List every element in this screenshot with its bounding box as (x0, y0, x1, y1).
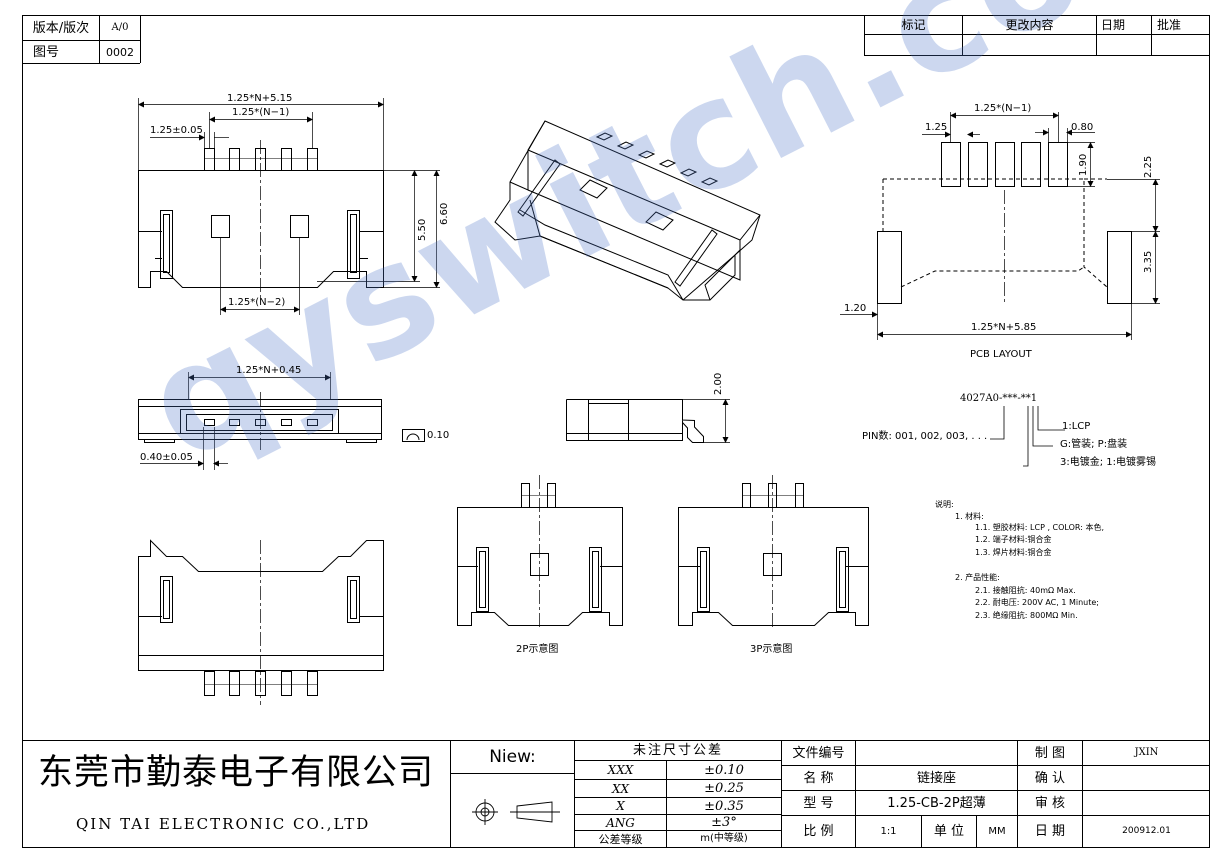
unit-value: MM (988, 825, 1006, 837)
tolerance-value: ±3° (711, 815, 737, 830)
drawn-by-label: 制 图 (1034, 745, 1066, 761)
dim-pitch: 1.25±0.05 (150, 125, 203, 136)
notes-line: 1.1. 塑胶材料: LCP , COLOR: 本色, (975, 523, 1104, 532)
date-value: 200912.01 (1122, 826, 1171, 836)
drawing-no-label: 图号 (32, 44, 59, 60)
scale-label: 比 例 (803, 824, 834, 839)
part-number-pin-count: PIN数: 001, 002, 003, . . . (862, 431, 988, 442)
pcb-dim-pad-length: 1.90 (1078, 153, 1089, 176)
notes-line: 2.2. 耐电压: 200V AC, 1 Minute; (975, 598, 1099, 607)
part-number-plating-option: 3:电镀金; 1:电镀雾锡 (1060, 457, 1157, 468)
tolerance-value: ±0.25 (704, 781, 744, 796)
model-value: 1.25-CB-2P超薄 (887, 795, 986, 811)
tolerance-key: X (616, 799, 625, 813)
pcb-dim-pitch-span: 1.25*(N−1) (974, 103, 1032, 114)
projection-view-label: Niew: (489, 746, 536, 767)
tolerance-value: ±0.10 (704, 762, 744, 778)
name-value: 链接座 (916, 770, 956, 786)
revision-header-date: 日期 (1100, 18, 1125, 32)
part-number-leaders (990, 406, 1065, 467)
tolerance-title: 未注尺寸公差 (632, 743, 723, 758)
notes-title: 说明: (935, 500, 954, 509)
revision-header-approve: 批准 (1156, 18, 1181, 32)
pcb-dim-pitch: 1.25 (925, 122, 948, 133)
example-3p-outline (678, 483, 869, 626)
date-label: 日 期 (1034, 824, 1066, 839)
name-label: 名 称 (803, 770, 834, 786)
example-3p-label: 3P示意图 (750, 644, 793, 655)
confirm-label: 确 认 (1034, 770, 1066, 786)
file-no-label: 文件编号 (792, 745, 845, 761)
unit-label: 单 位 (933, 824, 965, 839)
drawing-no-value: 0002 (106, 45, 134, 59)
tolerance-key: ANG (606, 815, 635, 830)
revision-header-mark: 标记 (901, 18, 926, 32)
isometric-view (494, 120, 761, 301)
pcb-layout-caption: PCB LAYOUT (970, 349, 1032, 360)
pcb-dim-pad-width: 0.80 (1071, 122, 1094, 133)
pcb-layout-outline (877, 142, 1132, 304)
part-number-packing-option: G:管装; P:盘装 (1060, 439, 1128, 450)
pcb-dim-top: 2.25 (1143, 155, 1154, 178)
version-label: 版本/版次 (32, 20, 90, 36)
front-dim-width: 1.25*N+0.45 (236, 365, 302, 376)
title-block-grid (22, 740, 1210, 848)
dim-slot-spacing: 1.25*(N−2) (228, 297, 286, 308)
confirm-value (1083, 766, 1210, 790)
company-name-cn: 东莞市勤泰电子有限公司 (38, 753, 435, 793)
side-view-outline (566, 399, 704, 443)
flatness-tolerance: 0.10 (427, 430, 450, 441)
scale-value: 1:1 (880, 825, 897, 837)
tolerance-grade-value: m(中等级) (700, 833, 748, 844)
sheet-border (22, 15, 1210, 848)
drawn-by-value: JXIN (1134, 747, 1159, 758)
notes-line: 2.1. 接触阻抗: 40mΩ Max. (975, 586, 1076, 595)
dim-height-inner: 5.50 (417, 218, 428, 241)
version-value: A/0 (111, 22, 129, 33)
notes-line: 2.3. 绝缘阻抗: 800MΩ Min. (975, 611, 1078, 620)
projection-symbol (472, 799, 560, 825)
top-view-outline (138, 148, 384, 288)
part-number-code: 4027A0-***-**1 (960, 393, 1038, 404)
pcb-dim-side-pad: 3.35 (1143, 250, 1154, 273)
notes-line: 2. 产品性能: (955, 573, 1000, 582)
part-number-material-option: 1:LCP (1062, 421, 1091, 432)
tolerance-value: ±0.35 (704, 798, 744, 814)
dim-total-width: 1.25*N+5.15 (227, 93, 293, 104)
company-name-en: QIN TAI ELECTRONIC CO.,LTD (76, 815, 371, 833)
review-value (1083, 791, 1210, 815)
dim-pitch-span: 1.25*(N−1) (232, 107, 290, 118)
pcb-dim-left: 1.20 (844, 303, 867, 314)
tolerance-key: XXX (607, 763, 634, 777)
notes-line: 1.3. 焊片材料:铜合金 (975, 548, 1052, 557)
example-2p-label: 2P示意图 (516, 644, 559, 655)
notes-line: 1. 材料: (955, 512, 984, 521)
tolerance-grade-label: 公差等级 (598, 832, 643, 846)
model-label: 型 号 (803, 795, 834, 811)
front-dim-offset: 0.40±0.05 (140, 452, 193, 463)
revision-header-content: 更改内容 (1005, 18, 1054, 32)
pcb-dim-total: 1.25*N+5.85 (971, 322, 1037, 333)
file-no-value (856, 741, 1017, 765)
front-view-outline (138, 399, 425, 443)
notes-line: 1.2. 端子材料:铜合金 (975, 535, 1052, 544)
side-dim-height: 2.00 (713, 372, 724, 395)
review-label: 审 核 (1034, 795, 1066, 811)
dim-height-outer: 6.60 (439, 202, 450, 225)
tolerance-key: XX (611, 781, 630, 796)
